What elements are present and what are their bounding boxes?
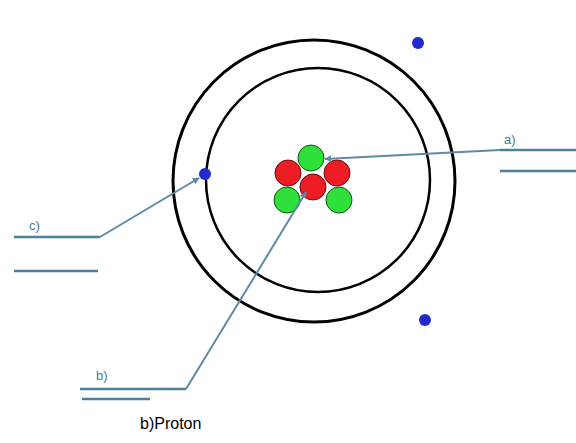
answer-line — [14, 236, 100, 239]
electron-dot — [199, 168, 211, 180]
leader-arrow — [100, 178, 199, 237]
leader-arrow — [186, 192, 306, 389]
callout-label: c) — [29, 218, 40, 234]
neutron-ball — [326, 187, 352, 213]
callout-label: b) — [96, 368, 108, 384]
callout-label: a) — [504, 132, 516, 148]
leader-arrow — [325, 150, 500, 159]
neutron-ball — [298, 145, 324, 171]
electron-dot — [419, 314, 431, 326]
outer-shell — [173, 40, 455, 322]
electron-dot — [412, 37, 424, 49]
proton-ball — [275, 160, 301, 186]
answer-line — [80, 388, 186, 391]
proton-ball — [324, 160, 350, 186]
answer-line — [500, 149, 576, 152]
answer-line — [500, 170, 576, 173]
answer-line — [14, 270, 98, 273]
inner-shell — [206, 68, 430, 292]
answer-text: b)Proton — [140, 414, 201, 433]
answer-line — [82, 398, 150, 401]
